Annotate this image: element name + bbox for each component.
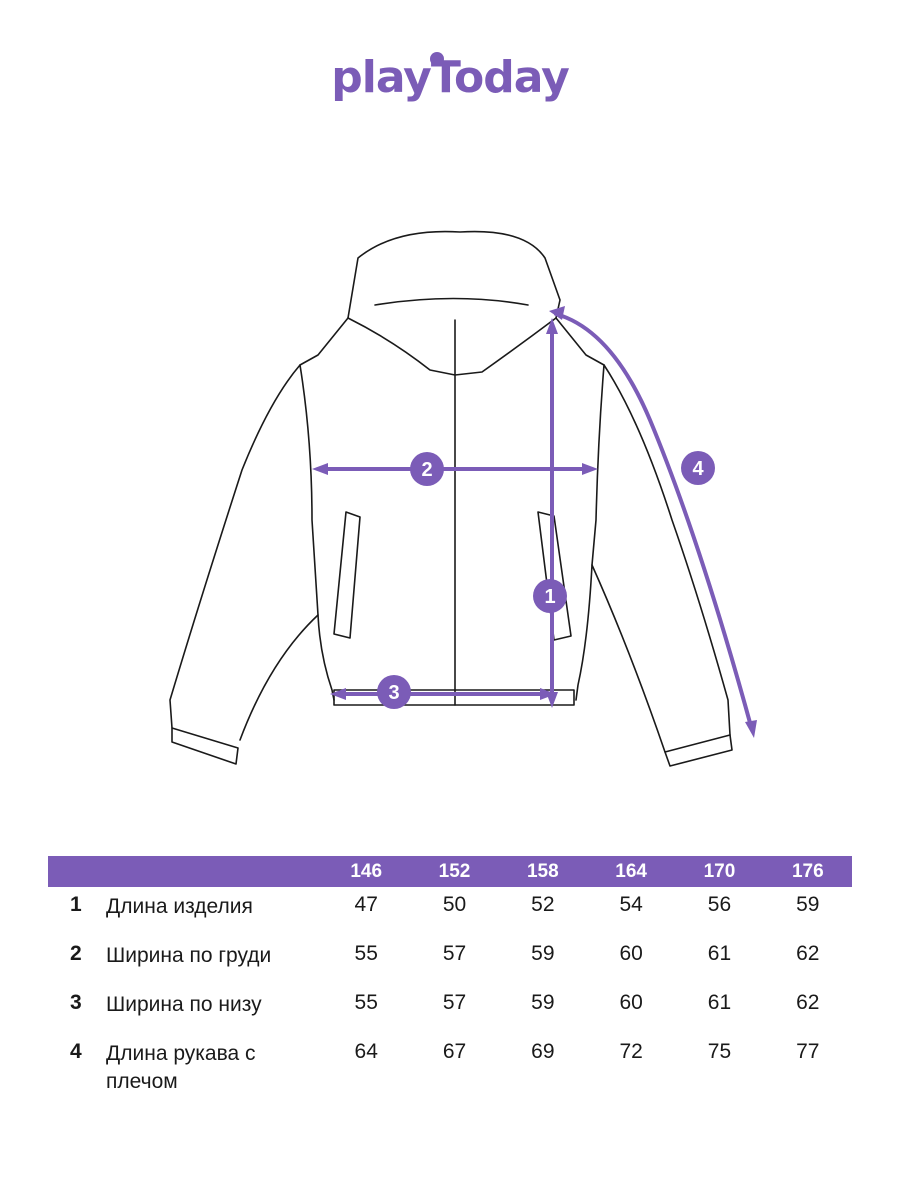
jacket-diagram: 1 2 3 4 [169, 230, 757, 767]
row-number: 4 [70, 1040, 82, 1063]
table-cell: 57 [442, 942, 467, 965]
table-cell: 50 [442, 893, 467, 916]
table-cell: 59 [796, 893, 820, 916]
marker-3: 3 [377, 675, 411, 709]
table-row: 1 Длина изделия 47 50 52 54 56 59 [48, 887, 852, 936]
table-cell: 57 [442, 991, 467, 1014]
table-cell: 62 [796, 942, 820, 965]
table-cell: 61 [707, 991, 732, 1014]
table-cell: 59 [531, 942, 555, 965]
marker-2-label: 2 [421, 459, 432, 481]
table-cell: 60 [619, 991, 643, 1014]
size-table-header: 146 152 158 164 170 176 [48, 856, 852, 887]
brand-logo-dot [430, 52, 444, 66]
brand-name: playToday [331, 52, 570, 103]
table-cell: 67 [442, 1040, 467, 1063]
jacket-outline [169, 230, 733, 767]
table-row: 4 Длина рукава с плечом 64 67 69 72 75 7… [48, 1034, 852, 1096]
table-cell: 55 [354, 942, 378, 965]
size-152: 152 [438, 860, 471, 882]
marker-1-label: 1 [544, 586, 555, 608]
table-cell: 62 [796, 991, 820, 1014]
table-cell: 60 [619, 942, 643, 965]
measurement-name: Ширина по груди [106, 944, 272, 967]
table-cell: 56 [707, 893, 732, 916]
size-158: 158 [526, 860, 559, 882]
measurement-name: Ширина по низу [106, 993, 262, 1016]
row-number: 2 [70, 942, 82, 965]
table-cell: 64 [354, 1040, 378, 1063]
brand-logo: playToday [0, 52, 900, 103]
measurement-name: Длина изделия [106, 895, 253, 918]
table-cell: 61 [707, 942, 732, 965]
table-cell: 77 [796, 1040, 820, 1063]
table-row: 3 Ширина по низу 55 57 59 60 61 62 [48, 985, 852, 1034]
table-cell: 72 [619, 1040, 643, 1063]
table-cell: 75 [707, 1040, 732, 1063]
row-number: 3 [70, 991, 82, 1014]
table-cell: 47 [354, 893, 378, 916]
header-num [48, 856, 106, 887]
sleeve-line [554, 312, 754, 732]
marker-4-label: 4 [692, 458, 704, 480]
table-cell: 52 [531, 893, 555, 916]
table-cell: 69 [531, 1040, 555, 1063]
marker-2: 2 [410, 452, 444, 486]
measurement-lines [316, 312, 754, 732]
table-cell: 55 [354, 991, 378, 1014]
size-164: 164 [615, 860, 647, 882]
marker-4: 4 [681, 451, 715, 485]
table-row: 2 Ширина по груди 55 57 59 60 61 62 [48, 936, 852, 985]
size-170: 170 [703, 860, 736, 882]
size-146: 146 [350, 860, 383, 882]
measurement-arrowheads [312, 306, 757, 738]
size-table: 146 152 158 164 170 176 1 Длина изделия … [48, 856, 852, 1096]
marker-3-label: 3 [388, 682, 399, 704]
header-name [106, 856, 322, 887]
row-number: 1 [70, 893, 82, 916]
table-cell: 59 [531, 991, 555, 1014]
measurement-name: Длина рукава с плечом [106, 1042, 256, 1093]
marker-1: 1 [533, 579, 567, 613]
size-176: 176 [791, 860, 824, 882]
table-cell: 54 [619, 893, 643, 916]
